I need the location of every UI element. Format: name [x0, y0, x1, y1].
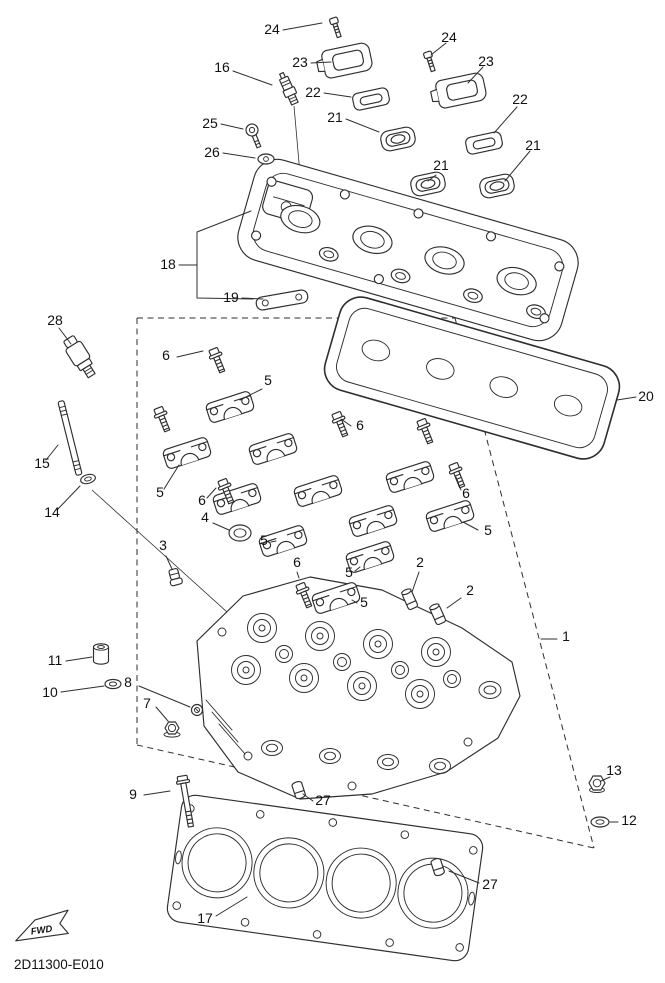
cylinder-head-cover [237, 158, 579, 342]
leader-lines [45, 22, 637, 917]
callout-10: 10 [42, 684, 58, 700]
callout-23-b: 23 [478, 53, 494, 69]
cam-cap [384, 459, 436, 495]
washer [590, 816, 610, 828]
callout-19: 19 [223, 289, 239, 305]
callout-28: 28 [47, 312, 63, 328]
ignition-coil [428, 71, 489, 111]
callout-6-b: 6 [356, 417, 364, 433]
callout-12: 12 [621, 812, 637, 828]
callout-4: 4 [201, 509, 209, 525]
ignition-coil [314, 41, 375, 81]
callout-14: 14 [44, 504, 60, 520]
coil-bolt [422, 50, 438, 73]
spacer-collar [92, 643, 110, 665]
sensor [63, 335, 96, 379]
cap-bolt [414, 416, 437, 446]
cylinder-head [196, 576, 521, 800]
fwd-label: FWD [30, 924, 53, 938]
hex-bolt [163, 721, 181, 738]
callout-24-b: 24 [441, 29, 457, 45]
callout-22-a: 22 [305, 84, 321, 100]
callout-22-b: 22 [512, 91, 528, 107]
callout-5-f: 5 [360, 594, 368, 610]
callout-21-c: 21 [525, 137, 541, 153]
callout-15: 15 [34, 455, 50, 471]
callout-8: 8 [124, 674, 132, 690]
coil-bolt [328, 16, 344, 39]
callout-2-b: 2 [466, 582, 474, 598]
cover-bolt [245, 123, 262, 149]
callout-9: 9 [129, 786, 137, 802]
cap-bolt [151, 404, 174, 434]
callout-5-a: 5 [264, 372, 272, 388]
screw-washer [190, 703, 204, 717]
fwd-arrow-icon [15, 909, 69, 942]
washer [104, 678, 122, 690]
cam-cap-cluster [151, 345, 476, 626]
callout-21-a: 21 [327, 109, 343, 125]
callout-6-c: 6 [198, 492, 206, 508]
cam-cap [161, 435, 213, 471]
callout-27-b: 27 [482, 876, 498, 892]
coil-grommet [351, 86, 391, 112]
cam-cap [204, 389, 256, 425]
callout-5-d: 5 [260, 532, 268, 548]
callout-20: 20 [638, 388, 654, 404]
callout-24-a: 24 [264, 21, 280, 37]
valve-spring-bores [231, 613, 451, 709]
callout-6-d: 6 [462, 485, 470, 501]
callout-5-b: 5 [156, 484, 164, 500]
callout-1: 1 [562, 628, 570, 644]
diagram-code: 2D11300-E010 [14, 957, 104, 972]
plug-tube-seal [378, 125, 418, 153]
callout-6-e: 6 [293, 554, 301, 570]
callout-5-c: 5 [484, 522, 492, 538]
cam-cap [292, 473, 344, 509]
spark-plug-wells [275, 645, 461, 688]
fwd-mark: FWD [15, 909, 69, 942]
callout-5-e: 5 [345, 564, 353, 580]
callouts: 24 24 16 23 23 22 22 25 21 26 21 21 18 1… [34, 21, 654, 926]
callout-6-a: 6 [162, 347, 170, 363]
callout-27-a: 27 [315, 792, 331, 808]
callout-13: 13 [606, 762, 622, 778]
stud-bolt [57, 400, 83, 476]
cover-plate [255, 289, 309, 311]
callout-17: 17 [197, 910, 213, 926]
coil-grommet [464, 130, 504, 156]
callout-16: 16 [214, 59, 230, 75]
plug-tube-seal [408, 170, 448, 198]
callout-25: 25 [202, 115, 218, 131]
intake-ports [261, 740, 451, 774]
cap-bolt [206, 345, 229, 375]
cam-cap [424, 498, 476, 534]
washer [80, 473, 96, 485]
bracket-18 [178, 210, 254, 300]
cover-bolt-grommet [257, 153, 275, 165]
callout-23-a: 23 [292, 54, 308, 70]
flange-nut [588, 775, 606, 793]
callout-3: 3 [159, 537, 167, 553]
callout-26: 26 [204, 144, 220, 160]
cam-cap [347, 503, 399, 539]
callout-21-b: 21 [433, 157, 449, 173]
cam-cap [247, 431, 299, 467]
callout-18: 18 [160, 256, 176, 272]
callout-7: 7 [143, 695, 151, 711]
head-cover-gasket [323, 296, 621, 460]
callout-2-a: 2 [416, 554, 424, 570]
cap-plug [228, 524, 252, 542]
spark-plug [279, 71, 299, 106]
plug-tube-seal [477, 172, 517, 200]
valve-stem-seal [168, 567, 183, 587]
cylinder-head-gasket [166, 794, 484, 962]
cover-hardware [245, 16, 517, 311]
callout-11: 11 [48, 652, 63, 668]
side-hardware [57, 335, 610, 878]
